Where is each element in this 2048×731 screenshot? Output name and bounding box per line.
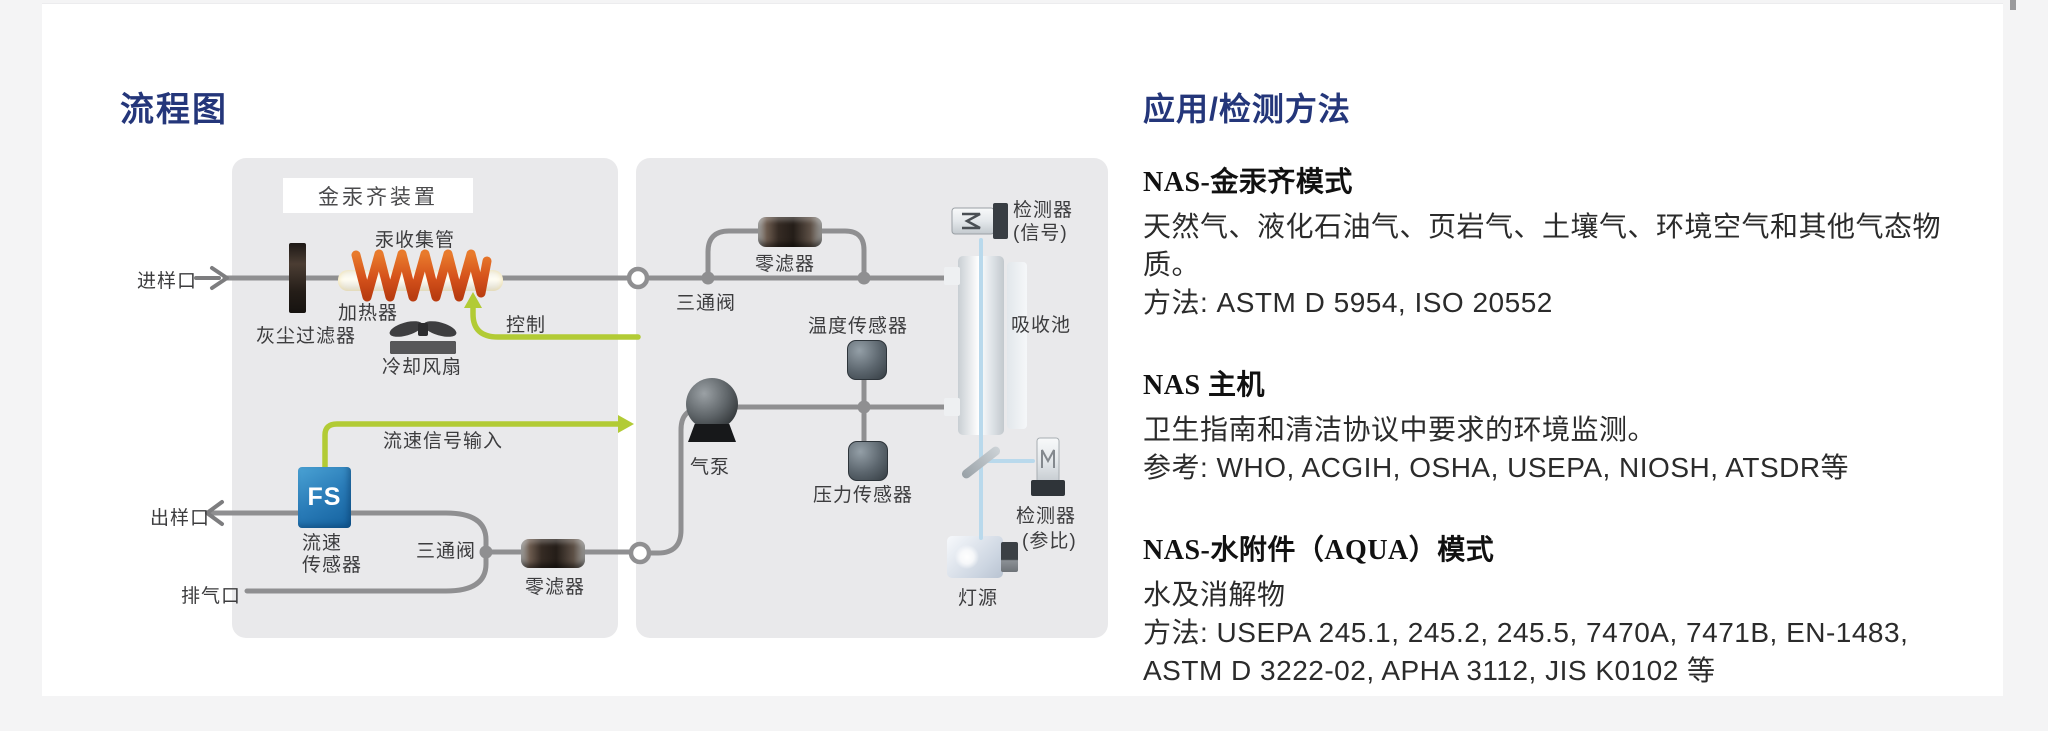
absorption-cell-side <box>1007 262 1027 429</box>
flow-signal-arrowhead <box>618 415 634 433</box>
label-zero-filter-top: 零滤器 <box>755 254 816 275</box>
light-path-network <box>979 238 1035 540</box>
label-pressure-sensor: 压力传感器 <box>813 485 914 506</box>
section-main-unit: NAS 主机 卫生指南和清洁协议中要求的环境监测。 参考: WHO, ACGIH… <box>1143 363 2013 487</box>
applications-column: 应用/检测方法 NAS-金汞齐模式 天然气、液化石油气、页岩气、土壤气、环境空气… <box>1143 84 2013 731</box>
junction-dot-three-way <box>479 545 493 559</box>
section-line: 方法: USEPA 245.1, 245.2, 245.5, 7470A, 74… <box>1143 617 1909 648</box>
section-title: NAS-水附件（AQUA）模式 <box>1143 535 1495 566</box>
applications-heading: 应用/检测方法 <box>1143 91 1351 127</box>
section-title: NAS 主机 <box>1143 370 1266 401</box>
detector-reference-icon <box>1031 437 1065 496</box>
connector-circle-top <box>626 266 650 290</box>
label-dust-filter: 灰尘过滤器 <box>256 326 357 347</box>
amalgamator-label: 金汞齐装置 <box>318 185 438 209</box>
page-title: 流程图 <box>120 91 228 129</box>
label-control: 控制 <box>506 315 547 336</box>
control-arrowhead <box>464 292 482 308</box>
label-detector-signal-1: 检测器 <box>1013 200 1074 221</box>
air-pump-base <box>688 424 736 442</box>
zero-filter-bottom-icon <box>521 539 585 568</box>
label-lamp: 灯源 <box>958 588 999 609</box>
label-collection-tube: 汞收集管 <box>375 230 456 251</box>
label-flow-sensor-1: 流速 <box>302 533 343 554</box>
cell-outlet-stub <box>944 398 960 416</box>
junction-dot-sensor <box>857 400 871 414</box>
label-detector-reference-2: (参比) <box>1022 531 1077 552</box>
temperature-sensor-icon <box>847 340 887 380</box>
dust-filter-icon <box>289 243 306 313</box>
connector-circle-bottom <box>628 541 652 565</box>
pipe-fs-line <box>209 510 489 554</box>
section-line: ASTM D 3222-02, APHA 3112, JIS K0102 等 <box>1143 655 1716 686</box>
flow-sensor-icon: FS <box>298 467 351 528</box>
flow-diagram-page: 流程图 <box>42 0 2016 696</box>
pipe-exhaust-line <box>244 550 489 594</box>
heater-coil-icon <box>351 249 492 302</box>
control-signal-line <box>470 303 641 340</box>
label-detector-reference-1: 检测器 <box>1016 506 1077 527</box>
label-flow-sensor-2: 传感器 <box>302 555 363 576</box>
cooling-fan-icon <box>389 321 457 354</box>
air-pump-icon <box>686 378 738 430</box>
label-zero-filter-bottom: 零滤器 <box>525 577 586 598</box>
label-three-way-valve-top: 三通阀 <box>676 293 737 314</box>
label-flow-signal-input: 流速信号输入 <box>383 431 504 452</box>
cell-inlet-stub <box>944 267 960 285</box>
section-aqua-mode: NAS-水附件（AQUA）模式 水及消解物 方法: USEPA 245.1, 2… <box>1143 528 2013 690</box>
lamp-connector <box>1001 542 1018 572</box>
sample-inlet-arrow <box>194 266 229 290</box>
lamp-source-icon <box>947 536 1003 578</box>
section-line: 质。 <box>1143 249 1201 280</box>
pressure-sensor-icon <box>848 441 888 481</box>
detector-signal-icon <box>951 203 1008 239</box>
section-line: 天然气、液化石油气、页岩气、土壤气、环境空气和其他气态物 <box>1143 211 1942 242</box>
flow-signal-line <box>322 421 621 470</box>
label-sample-inlet: 进样口 <box>137 271 198 292</box>
label-detector-signal-2: (信号) <box>1013 223 1068 244</box>
label-air-pump: 气泵 <box>690 457 731 478</box>
section-line: 水及消解物 <box>1143 579 1286 610</box>
label-sample-outlet: 出样口 <box>150 508 211 529</box>
junction-dot-loop-right <box>857 271 871 285</box>
section-title: NAS-金汞齐模式 <box>1143 167 1353 198</box>
flow-sensor-abbrev: FS <box>307 483 342 511</box>
label-cooling-fan: 冷却风扇 <box>382 357 463 378</box>
section-line: 参考: WHO, ACGIH, OSHA, USEPA, NIOSH, ATSD… <box>1143 452 1850 483</box>
label-three-way-valve-bottom: 三通阀 <box>416 541 477 562</box>
amalgamator-label-box: 金汞齐装置 <box>283 178 473 213</box>
label-exhaust-port: 排气口 <box>181 586 242 607</box>
section-line: 方法: ASTM D 5954, ISO 20552 <box>1143 287 1553 318</box>
label-absorption-cell: 吸收池 <box>1011 315 1072 336</box>
label-heater: 加热器 <box>338 303 399 324</box>
section-amalgam-mode: NAS-金汞齐模式 天然气、液化石油气、页岩气、土壤气、环境空气和其他气态物 质… <box>1143 160 2013 322</box>
sample-outlet-arrow <box>205 500 224 526</box>
label-temperature-sensor: 温度传感器 <box>808 316 909 337</box>
junction-dot-loop-left <box>701 271 715 285</box>
zero-filter-top-icon <box>758 217 822 247</box>
section-line: 卫生指南和清洁协议中要求的环境监测。 <box>1143 414 1657 445</box>
scrollbar-tick <box>2010 0 2016 10</box>
